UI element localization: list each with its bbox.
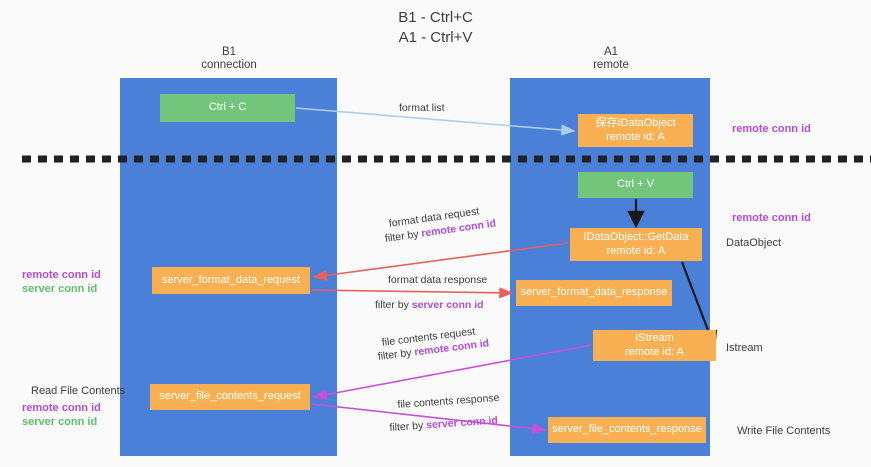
node-server-format-data-request[interactable]: server_format_data_request bbox=[152, 267, 310, 294]
node-save-idataobject-title: 保存IDataObject bbox=[595, 117, 676, 129]
node-server-format-data-response-label: server_format_data_response bbox=[520, 286, 668, 299]
annotation-right-dataobject: DataObject bbox=[726, 236, 781, 250]
page-title: B1 - Ctrl+C A1 - Ctrl+V bbox=[0, 8, 871, 48]
node-istream-title: IStream bbox=[635, 332, 674, 344]
arrow-format-data-response bbox=[311, 287, 514, 299]
edge-label-file-contents-response-filter: filter by server conn id bbox=[389, 413, 498, 435]
edge-label-file-contents-request-filter-prefix: filter by bbox=[377, 346, 416, 363]
annotation-left-remote-conn-id-bottom: remote conn id bbox=[22, 402, 101, 414]
edge-label-file-contents-response-filter-key: server conn id bbox=[425, 414, 499, 432]
node-ctrl-v[interactable]: Ctrl + V bbox=[578, 172, 693, 198]
node-idataobject-getdata-title: IDataObject::GetData bbox=[583, 231, 689, 243]
annotation-right-remote-conn-id-mid: remote conn id bbox=[732, 211, 811, 225]
edge-label-format-data-response: format data response bbox=[388, 274, 488, 286]
annotation-left-conn-ids-top: remote conn id server conn id bbox=[22, 268, 101, 296]
column-header-a1-role: remote bbox=[593, 59, 629, 71]
edge-label-format-list: format list bbox=[399, 102, 445, 114]
annotation-right-write-file-contents: Write File Contents bbox=[737, 424, 830, 438]
node-server-file-contents-request-label: server_file_contents_request bbox=[159, 390, 301, 403]
annotation-left-server-conn-id-bottom: server conn id bbox=[22, 416, 98, 428]
column-header-b1: B1 connection bbox=[140, 46, 318, 72]
node-istream-subtitle: remote id: A bbox=[625, 345, 684, 358]
node-server-file-contents-response-label: server_file_contents_response bbox=[552, 423, 702, 436]
annotation-right-istream-text: Istream bbox=[726, 342, 763, 354]
node-ctrl-v-label: Ctrl + V bbox=[617, 178, 654, 191]
annotation-right-remote-conn-id-top-text: remote conn id bbox=[732, 123, 811, 135]
node-server-format-data-request-label: server_format_data_request bbox=[161, 273, 301, 286]
annotation-left-read-file-contents-text: Read File Contents bbox=[31, 385, 126, 397]
column-header-b1-name: B1 bbox=[221, 46, 237, 58]
node-idataobject-getdata[interactable]: IDataObject::GetData remote id: A bbox=[570, 228, 702, 261]
annotation-right-istream: Istream bbox=[726, 341, 763, 355]
node-ctrl-c-label: Ctrl + C bbox=[208, 101, 247, 114]
node-ctrl-c[interactable]: Ctrl + C bbox=[160, 94, 295, 122]
edge-label-format-data-request-filter-prefix: filter by bbox=[384, 227, 423, 245]
column-header-b1-role: connection bbox=[201, 59, 257, 71]
edge-label-format-data-response-filter-prefix: filter by bbox=[375, 299, 412, 311]
edge-label-format-data-response-filter: filter by server conn id bbox=[375, 298, 484, 312]
edge-label-format-data-response-filter-key: server conn id bbox=[411, 299, 484, 311]
node-save-idataobject-subtitle: remote id: A bbox=[606, 130, 665, 143]
annotation-right-remote-conn-id-mid-text: remote conn id bbox=[732, 212, 811, 224]
column-header-a1-name: A1 bbox=[603, 46, 619, 58]
annotation-left-conn-ids-bottom: remote conn id server conn id bbox=[22, 401, 101, 429]
annotation-left-remote-conn-id-top: remote conn id bbox=[22, 269, 101, 281]
node-idataobject-getdata-subtitle: remote id: A bbox=[606, 244, 666, 257]
title-line-2: A1 - Ctrl+V bbox=[398, 29, 473, 46]
annotation-right-remote-conn-id-top: remote conn id bbox=[732, 122, 811, 136]
annotation-left-read-file-contents: Read File Contents bbox=[31, 384, 125, 398]
column-header-a1: A1 remote bbox=[530, 46, 692, 72]
node-save-idataobject[interactable]: 保存IDataObject remote id: A bbox=[578, 114, 693, 147]
node-istream[interactable]: IStream remote id: A bbox=[593, 330, 716, 361]
edge-label-file-contents-response: file contents response bbox=[397, 391, 500, 411]
annotation-left-server-conn-id-top: server conn id bbox=[22, 283, 98, 295]
annotation-right-dataobject-text: DataObject bbox=[726, 237, 782, 249]
edge-label-file-contents-response-filter-prefix: filter by bbox=[389, 419, 427, 434]
title-line-1: B1 - Ctrl+C bbox=[398, 9, 473, 26]
node-server-format-data-response[interactable]: server_format_data_response bbox=[516, 280, 672, 306]
node-server-file-contents-request[interactable]: server_file_contents_request bbox=[150, 384, 310, 410]
annotation-right-write-file-contents-text: Write File Contents bbox=[737, 425, 831, 437]
node-server-file-contents-response[interactable]: server_file_contents_response bbox=[548, 417, 706, 443]
